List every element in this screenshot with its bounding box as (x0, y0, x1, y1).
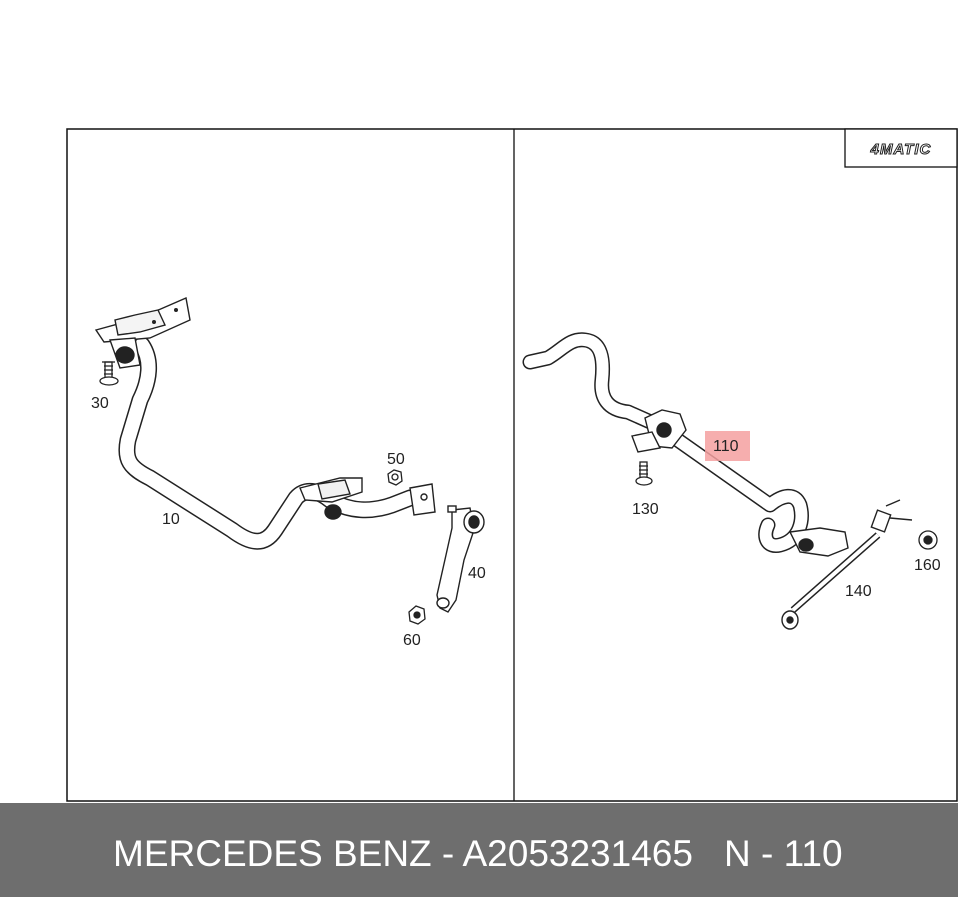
highlight-110 (705, 431, 750, 461)
nut-60 (408, 605, 426, 625)
bracket-110 (631, 409, 687, 453)
callout-30: 30 (91, 395, 109, 412)
4matic-badge: 4MATIC (844, 128, 958, 168)
stabilizer-bar-right (522, 332, 809, 553)
nut-160 (918, 530, 938, 550)
callout-40: 40 (468, 565, 486, 582)
bracket-lower-right (788, 527, 849, 557)
stabilizer-bar-left (118, 336, 419, 550)
bracket-upper-left (94, 297, 191, 369)
link-40 (436, 505, 485, 613)
link-140 (781, 499, 913, 630)
position-label: N - 110 (724, 833, 843, 874)
bolt-130 (635, 461, 653, 486)
footer-bar: MERCEDES BENZ - A2053231465 N - 110 (0, 803, 958, 897)
4matic-label: 4MATIC (870, 141, 932, 158)
callout-140: 140 (845, 583, 872, 600)
diagram-frame (66, 128, 958, 802)
callout-110: 110 (713, 438, 739, 455)
callout-50: 50 (387, 451, 405, 468)
callout-10: 10 (162, 511, 180, 528)
bolt-30 (99, 361, 119, 386)
nut-50 (387, 469, 403, 486)
callout-60: 60 (403, 632, 421, 649)
callout-130: 130 (632, 501, 659, 518)
part-number-label: MERCEDES BENZ - A2053231465 (113, 833, 693, 874)
callout-160: 160 (914, 557, 941, 574)
bracket-mid-left (299, 477, 436, 520)
